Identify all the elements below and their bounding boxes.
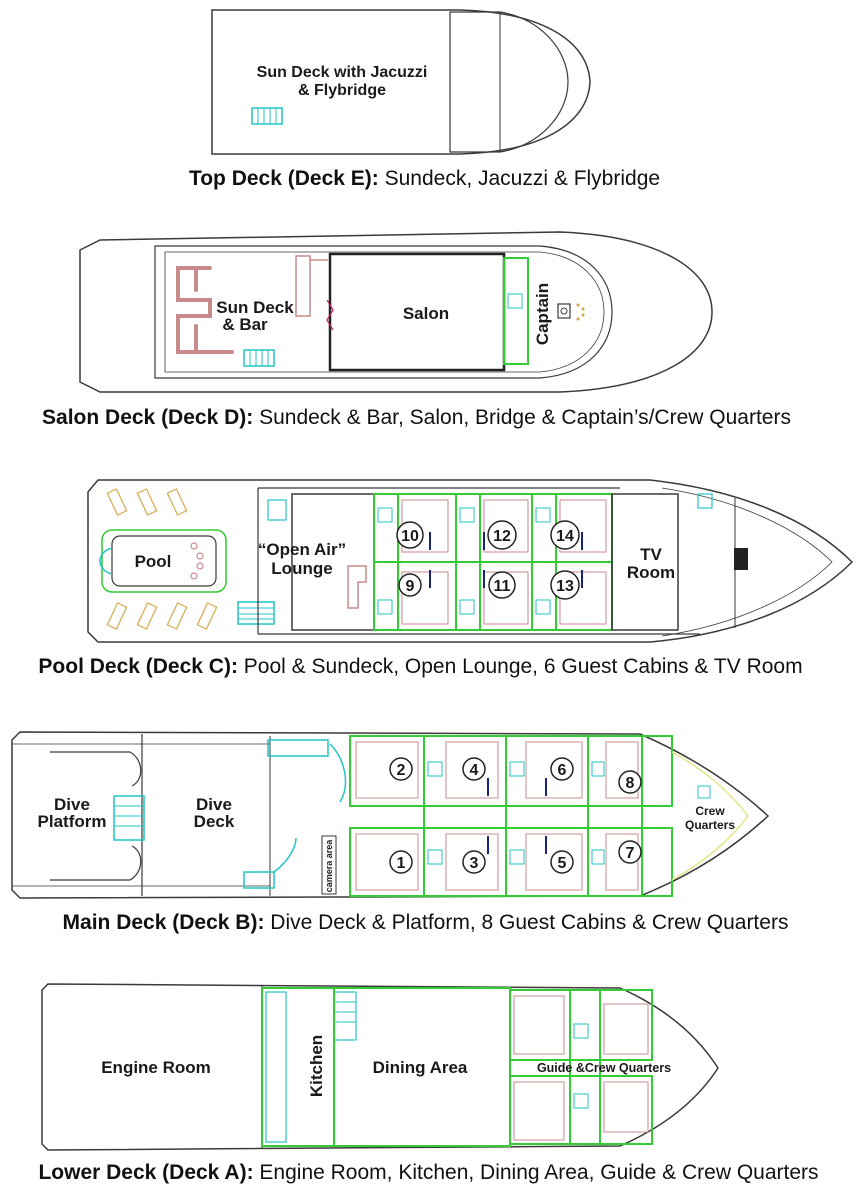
cabin-11-label: 11 — [494, 578, 511, 595]
deck-e-sundeck-label: Sun Deck with Jacuzzi — [257, 64, 428, 81]
deck-d-sundeck-label-2: & Bar — [222, 315, 268, 334]
deck-c-superstructure — [257, 487, 700, 635]
deck-e-caption-name: Top Deck (Deck E): — [188, 167, 379, 190]
deck-b-divedeck-label-2: Deck — [194, 812, 235, 831]
deck-b-divedeck-label: Dive — [196, 795, 232, 814]
deck-d-superstructure — [154, 245, 613, 379]
deck-c-tv-room — [611, 493, 679, 631]
deck-c-pool — [111, 535, 217, 587]
deck-b-ladder — [113, 795, 145, 841]
deck-e-caption-desc: Sundeck, Jacuzzi & Flybridge — [378, 167, 661, 190]
deck-a-caption-name: Lower Deck (Deck A): — [38, 1161, 254, 1184]
deck-a-dining-label: Dining Area — [373, 1058, 468, 1077]
deck-d-bar-seating — [176, 266, 234, 354]
deck-a-hull — [41, 983, 719, 1151]
deck-d-caption: Salon Deck (Deck D): Sundeck & Bar, Salo… — [0, 406, 845, 430]
deck-e-caption: Top Deck (Deck E): Sundeck, Jacuzzi & Fl… — [0, 167, 853, 191]
deck-b-cabin-block — [349, 735, 673, 897]
cabin-14-label: 14 — [556, 528, 574, 545]
deck-c-plan: 10 9 12 11 14 13 Pool “Open Air” Lounge … — [87, 479, 854, 643]
deck-e-plan: Sun Deck with Jacuzzi & Flybridge — [211, 9, 591, 155]
deck-b-caption-desc: Dive Deck & Platform, 8 Guest Cabins & C… — [264, 911, 789, 934]
deck-b-stairs-top — [267, 739, 329, 757]
deck-c-caption: Pool Deck (Deck C): Pool & Sundeck, Open… — [0, 655, 849, 679]
cabin-1-label: 1 — [397, 855, 406, 872]
deck-e-flybridge — [449, 11, 569, 153]
deck-a-dining — [333, 987, 511, 1147]
deck-b-stairs-bottom — [243, 871, 275, 889]
deck-b-caption: Main Deck (Deck B): Dive Deck & Platform… — [0, 911, 854, 935]
deck-b-caption-name: Main Deck (Deck B): — [62, 911, 265, 934]
deck-a-engine-label: Engine Room — [101, 1058, 211, 1077]
deck-d-sundeck-label: Sun Deck — [216, 298, 294, 317]
deck-c-cabin-block — [373, 493, 613, 631]
deck-b-platform-label: Dive — [54, 795, 90, 814]
cabin-2-label: 2 — [397, 762, 406, 779]
deck-d-plan: Sun Deck & Bar Salon Captain — [79, 231, 713, 393]
cabin-13-label: 13 — [556, 578, 574, 595]
deck-c-lounge-label-2: Lounge — [271, 559, 332, 578]
deck-c-tv-label-2: Room — [627, 563, 675, 582]
deck-a-guide-label: Guide &Crew Quarters — [537, 1061, 671, 1075]
deck-a-caption-desc: Engine Room, Kitchen, Dining Area, Guide… — [253, 1161, 819, 1184]
deck-d-hull — [79, 231, 713, 393]
deck-a-crew-block — [509, 989, 653, 1145]
deck-c-stairs — [237, 601, 275, 625]
deck-e-hull — [211, 9, 591, 155]
deck-c-tv-label: TV — [640, 545, 662, 564]
deck-a-caption: Lower Deck (Deck A): Engine Room, Kitche… — [0, 1161, 857, 1185]
deck-b-camera-area — [321, 835, 337, 895]
deck-c-lounge-label: “Open Air” — [258, 540, 346, 559]
deck-b-camera-label: camera area — [324, 839, 334, 893]
deck-c-cabin-markers: 10 9 12 11 14 13 — [396, 520, 580, 600]
deck-d-bar-counter — [295, 255, 311, 317]
cabin-6-label: 6 — [558, 762, 567, 779]
deck-d-bridge — [503, 257, 529, 365]
deck-e-jacuzzi — [251, 107, 283, 125]
cabin-7-label: 7 — [626, 845, 635, 862]
cabin-12-label: 12 — [493, 528, 511, 545]
deck-c-pool-area — [101, 529, 227, 593]
deck-b-crew-label-2: Quarters — [685, 818, 735, 832]
cabin-4-label: 4 — [470, 762, 479, 779]
deck-d-stairs — [243, 349, 275, 367]
deck-c-caption-name: Pool Deck (Deck C): — [38, 655, 238, 678]
cabin-3-label: 3 — [470, 855, 479, 872]
deck-b-hull — [11, 731, 770, 899]
deck-b-platform-label-2: Platform — [38, 812, 107, 831]
deck-d-caption-desc: Sundeck & Bar, Salon, Bridge & Captain’s… — [253, 406, 791, 429]
deck-a-plan: Engine Room Kitchen Dining Area Guide &C… — [41, 983, 719, 1151]
cabin-5-label: 5 — [558, 855, 567, 872]
deck-a-kitchen-label: Kitchen — [307, 1035, 326, 1097]
deck-c-pool-label: Pool — [135, 552, 172, 571]
cabin-9-label: 9 — [406, 578, 415, 595]
deck-d-captain-label: Captain — [533, 283, 552, 345]
deck-d-salon-label: Salon — [403, 304, 449, 323]
deck-b-crew-label: Crew — [695, 804, 725, 818]
cabin-10-label: 10 — [401, 528, 419, 545]
deck-c-hull — [87, 479, 854, 643]
deck-d-caption-name: Salon Deck (Deck D): — [42, 406, 254, 429]
deck-b-cabin-markers: 2 1 4 3 6 5 8 7 — [389, 757, 642, 874]
deck-b-plan: 2 1 4 3 6 5 8 7 Dive Platform Dive Deck … — [11, 731, 770, 899]
deck-c-caption-desc: Pool & Sundeck, Open Lounge, 6 Guest Cab… — [237, 655, 803, 678]
cabin-8-label: 8 — [626, 775, 635, 792]
deck-e-sundeck-label-2: & Flybridge — [298, 82, 386, 99]
